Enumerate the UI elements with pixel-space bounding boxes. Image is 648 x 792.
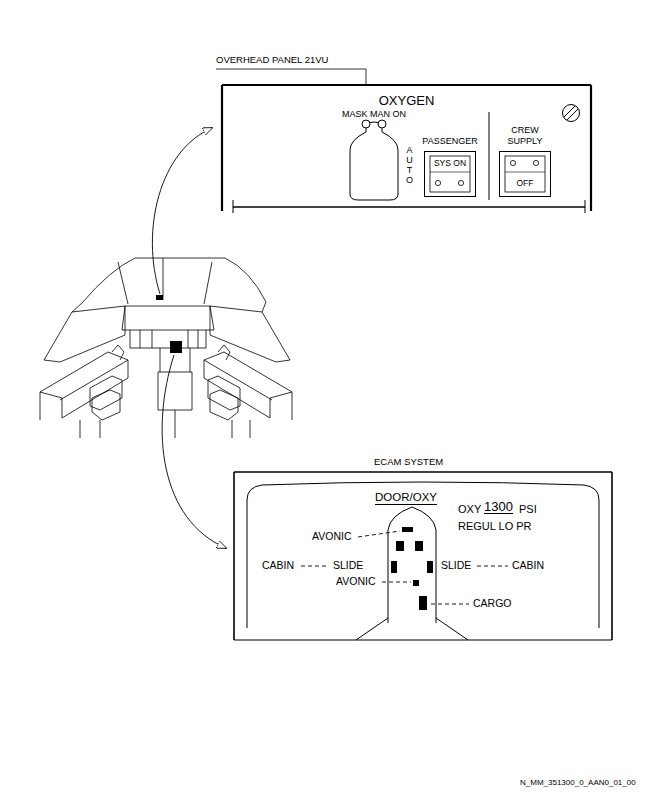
- side-console: [204, 360, 292, 418]
- pushbutton-switch: CREW SUPPLYOFF: [499, 151, 551, 197]
- callout-arrow: [162, 355, 226, 548]
- side-console: [40, 360, 128, 418]
- fuselage: [388, 507, 436, 623]
- leader-line: [477, 566, 508, 567]
- door-mark: [419, 596, 427, 610]
- mask-symbol: [362, 120, 370, 128]
- door-label: CABIN: [512, 559, 544, 571]
- panel-edge: [585, 200, 586, 213]
- leader-line: [301, 566, 329, 567]
- screen-frame: [611, 472, 613, 640]
- door-label: CARGO: [473, 597, 512, 609]
- location-mark: [170, 341, 182, 353]
- display-name: ECAM SYSTEM: [374, 457, 443, 468]
- parameter-name: OXY: [458, 503, 481, 516]
- screw: [563, 105, 580, 122]
- frame: [72, 302, 266, 312]
- indicator-light: [510, 160, 515, 165]
- door-mark: [396, 541, 404, 551]
- panel-edge: [233, 206, 585, 207]
- pedestal: [175, 410, 176, 438]
- door-mark: [391, 561, 397, 573]
- door-mark: [402, 527, 413, 532]
- pushbutton-switch: PASSENGERSYS ON: [424, 151, 476, 197]
- seat: [80, 420, 100, 438]
- wing-line: [356, 618, 468, 640]
- indicator-light: [435, 180, 440, 185]
- button-face: [505, 156, 545, 192]
- window-post: [118, 258, 212, 304]
- figure-reference: N_MM_351300_0_AAN0_01_00: [520, 778, 636, 787]
- button-legend: OFF: [517, 179, 534, 189]
- leader-line: [382, 582, 411, 583]
- button-legend: SYS ON: [434, 159, 466, 169]
- pedestal: [160, 372, 190, 373]
- button-face: [430, 156, 470, 192]
- indicator-light: [533, 160, 538, 165]
- main-panel: [140, 330, 198, 348]
- button-label: PASSENGER: [422, 136, 477, 146]
- callout-arrow: [152, 128, 212, 294]
- door-mark: [427, 561, 433, 573]
- leader-lines: [301, 531, 508, 604]
- side-window: [210, 306, 290, 362]
- panel-title: OXYGEN: [379, 94, 435, 109]
- sidestick: [218, 345, 230, 360]
- door-mark: [413, 580, 419, 586]
- leader-line: [358, 531, 400, 537]
- switch-label: MASK MAN ON: [342, 109, 406, 119]
- button-label: CREW SUPPLY: [503, 125, 547, 147]
- main-panel: [130, 330, 206, 348]
- location-mark: [156, 295, 163, 300]
- side-console: [40, 352, 128, 418]
- door-mark: [415, 541, 423, 551]
- cockpit-drawing: [40, 258, 292, 438]
- glareshield: [122, 306, 214, 330]
- leader-line: [216, 69, 366, 70]
- pedestal: [158, 348, 192, 410]
- parameter-unit: PSI: [519, 503, 537, 516]
- screw: [564, 106, 575, 117]
- seat: [232, 420, 250, 438]
- door-label: CABIN: [262, 559, 294, 571]
- screw: [567, 109, 578, 120]
- panel-name: OVERHEAD PANEL 21VU: [216, 55, 328, 66]
- panel-divider: [489, 112, 490, 200]
- screen-face: [247, 482, 599, 628]
- leader-line: [431, 604, 469, 605]
- side-console: [40, 392, 292, 420]
- mask-symbol: [378, 120, 386, 128]
- door-label: AVONIC: [336, 575, 375, 587]
- panel-edge: [221, 85, 223, 211]
- seat: [92, 390, 120, 420]
- door-label: SLIDE: [333, 559, 363, 571]
- mask-symbol: [350, 122, 398, 200]
- parameter-value: 1300: [484, 500, 513, 514]
- screen-frame: [234, 471, 612, 473]
- switch-label: AUTO: [405, 146, 414, 186]
- panel-edge: [590, 85, 592, 211]
- door-label: AVONIC: [312, 530, 351, 542]
- leader-line: [366, 69, 367, 85]
- ecam-display: ECAM SYSTEMDOOR/OXY: [234, 472, 612, 640]
- indicator-light: [458, 180, 463, 185]
- screen-frame: [233, 472, 235, 640]
- page-title: DOOR/OXY: [375, 491, 437, 505]
- panel-edge: [233, 200, 234, 213]
- door-label: SLIDE: [441, 559, 471, 571]
- sidestick: [112, 345, 124, 360]
- warning-text: REGUL LO PR: [458, 520, 532, 533]
- button-face: [430, 172, 470, 173]
- panel-edge: [222, 84, 591, 86]
- button-face: [505, 172, 545, 173]
- seat: [210, 390, 238, 420]
- side-console: [204, 352, 292, 418]
- screen-frame: [234, 640, 612, 641]
- windshield: [82, 258, 266, 303]
